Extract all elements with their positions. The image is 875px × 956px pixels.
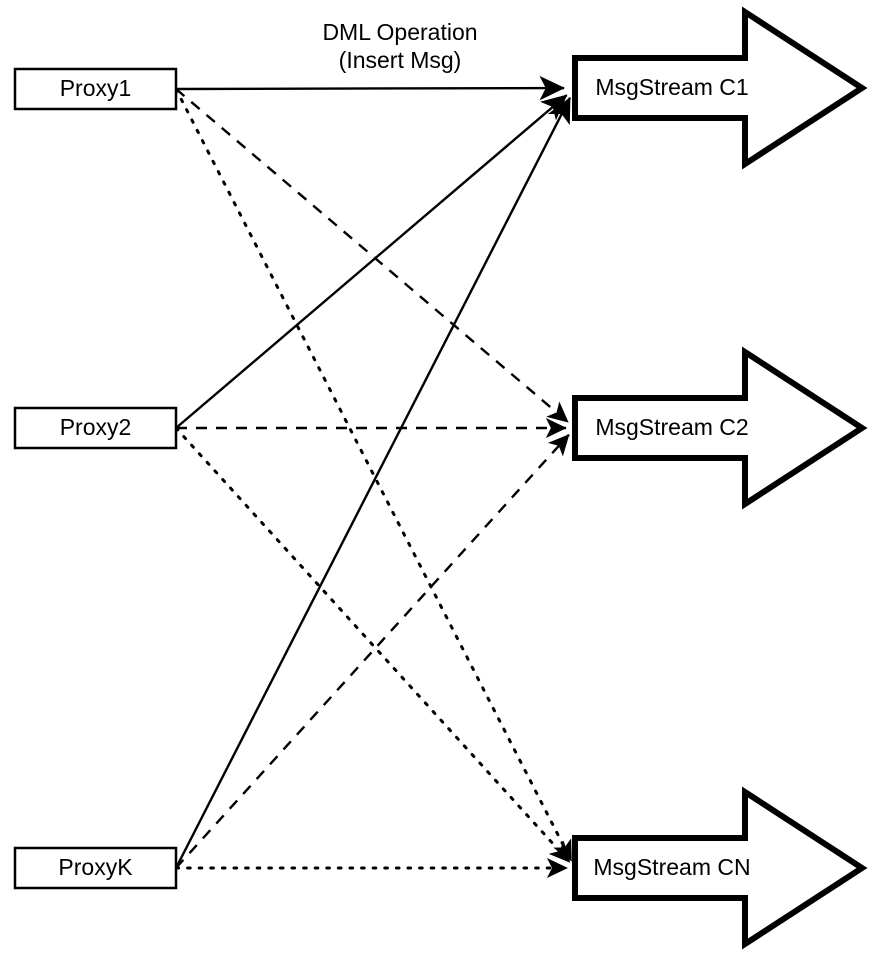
edge-proxyk-to-stream_c2 bbox=[175, 433, 570, 869]
annotation-line-1: DML Operation bbox=[322, 19, 477, 45]
msgstream-arrow-shape-stream_cn[interactable] bbox=[572, 786, 868, 950]
proxy-node-proxy1[interactable]: Proxy1 bbox=[13, 67, 178, 111]
edge-proxy2-to-stream_cn bbox=[174, 426, 572, 864]
msgstream-label-stream_cn: MsgStream CN bbox=[593, 854, 750, 880]
proxy-box-proxy1[interactable] bbox=[13, 67, 178, 111]
msgstream-arrow-shape-stream_c1[interactable] bbox=[572, 6, 868, 170]
proxy-box-proxyk[interactable] bbox=[13, 846, 178, 890]
msgstream-label-stream_c2: MsgStream C2 bbox=[595, 414, 748, 440]
proxy-label-proxy1: Proxy1 bbox=[60, 75, 132, 101]
msgstream-nodes-layer: MsgStream C1 MsgStream C2 MsgStream CN bbox=[572, 6, 868, 950]
proxy-node-proxy2[interactable]: Proxy2 bbox=[13, 406, 178, 450]
proxy-box-proxy2[interactable] bbox=[13, 406, 178, 450]
edge-proxy2-to-stream_c1 bbox=[175, 94, 568, 429]
edge-proxyk-to-stream_c1 bbox=[174, 96, 572, 869]
edge-proxy1-to-stream_c2 bbox=[175, 88, 569, 424]
edge-proxy1-to-stream_cn bbox=[174, 87, 573, 863]
edge-proxy1-to-stream_c1 bbox=[175, 75, 565, 101]
proxy-node-proxyk[interactable]: ProxyK bbox=[13, 846, 178, 890]
msgstream-label-stream_c1: MsgStream C1 bbox=[595, 74, 748, 100]
proxy-label-proxyk: ProxyK bbox=[58, 854, 133, 880]
dml-operation-annotation: DML Operation (Insert Msg) bbox=[322, 19, 477, 73]
annotation-line-2: (Insert Msg) bbox=[339, 47, 462, 73]
msgstream-arrow-shape-stream_c2[interactable] bbox=[572, 346, 868, 510]
msgstream-node-stream_c2[interactable]: MsgStream C2 bbox=[572, 346, 868, 510]
proxy-label-proxy2: Proxy2 bbox=[60, 414, 132, 440]
edges-layer bbox=[174, 75, 573, 879]
msgstream-node-stream_cn[interactable]: MsgStream CN bbox=[572, 786, 868, 950]
msgstream-node-stream_c1[interactable]: MsgStream C1 bbox=[572, 6, 868, 170]
